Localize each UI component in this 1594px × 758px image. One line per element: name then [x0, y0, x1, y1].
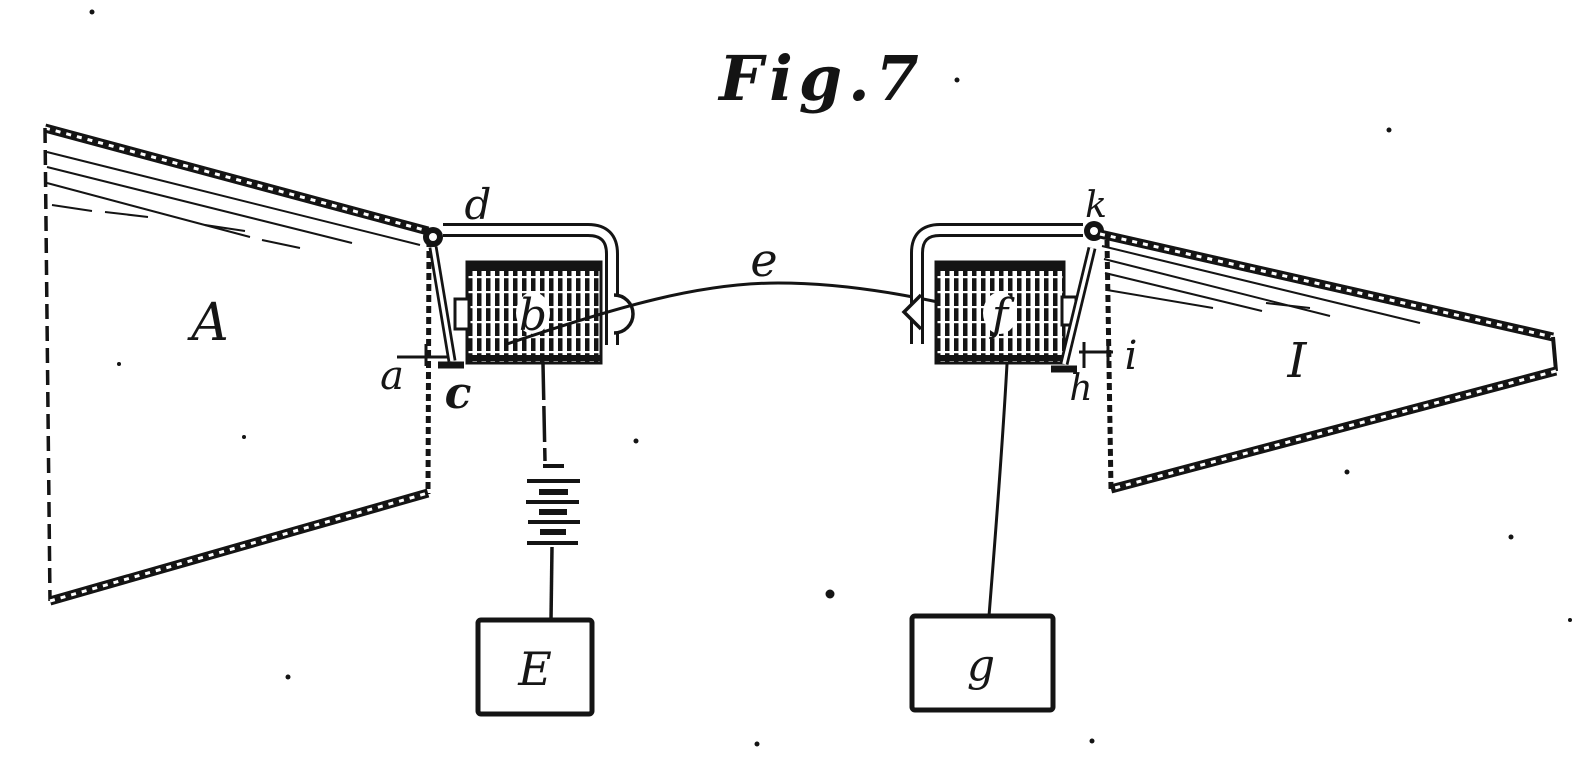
horn-A-left-edge [43, 127, 52, 602]
speck [89, 9, 95, 15]
contact-left-label: c [445, 368, 472, 419]
speck [285, 674, 291, 680]
horn-I-tip-edge [1551, 336, 1558, 372]
speck [1089, 738, 1095, 744]
battery-circuit: E [475, 363, 595, 717]
coil-box-b-bottom-band [467, 355, 601, 361]
speck [1386, 127, 1392, 133]
wire-battery-to-E [549, 546, 554, 621]
speck [754, 741, 760, 747]
horn-A-mouth-edge [425, 239, 432, 495]
frame-left-label: d [465, 180, 492, 229]
box-E-label: E [517, 642, 552, 696]
horn-I-inner-line-1 [1101, 245, 1421, 324]
battery-symbol [526, 464, 580, 545]
wire-e-label: e [750, 233, 777, 287]
coil-box-b-right-knob [613, 293, 635, 335]
horn-I-mouth-edge [1104, 239, 1114, 490]
wire-f-to-g [987, 363, 1009, 617]
horn-A-inner-line-1 [46, 151, 421, 246]
coil-box-b-top-band [467, 262, 601, 271]
horn-I-label: I [1287, 333, 1308, 389]
horn-I-inner-dashes [1106, 289, 1311, 309]
contact-right-label: h [1069, 368, 1092, 409]
horn-A-top-edge-rope-texture [44, 126, 429, 233]
horn-A-label: A [187, 293, 229, 353]
speck [825, 589, 835, 599]
horn-A-bottom-edge [48, 488, 430, 606]
coil-box-f-top-band [936, 262, 1064, 271]
speck [1508, 534, 1514, 540]
horn-I-top-edge-rope-texture [1099, 232, 1554, 339]
receiver-right: k h i f [901, 185, 1138, 409]
horn-A-inner-line-2 [46, 166, 353, 244]
horn-I: I [1099, 229, 1558, 494]
horn-I-inner-line-3 [1104, 272, 1263, 312]
horn-I-bottom-edge [1109, 366, 1558, 494]
coil-box-b-left-tab [453, 297, 471, 331]
coil-box-f-bottom-band [936, 355, 1064, 361]
coil-box-f-left-knob [901, 293, 923, 331]
coil-b-label-backing [516, 292, 550, 334]
gap-right-label: i [1125, 333, 1138, 379]
horn-A-inner-line-3 [46, 182, 251, 238]
hinge-right-label: k [1085, 185, 1107, 226]
frame-bracket-left-inner [443, 226, 616, 345]
horn-I-inner-line-2 [1103, 258, 1331, 317]
pivot-right-hole [1090, 227, 1098, 235]
speck [633, 438, 639, 444]
scan-specks [89, 9, 1572, 747]
receiver-circuit: g [909, 363, 1056, 713]
speck [954, 77, 960, 83]
speck [242, 435, 246, 439]
coil-f-label-backing [983, 292, 1017, 334]
transmitter-left: d a c b [380, 180, 635, 419]
horn-A: A [43, 123, 432, 606]
speck [1344, 469, 1350, 475]
speck [1568, 618, 1572, 622]
armature-right-inner [1062, 247, 1094, 365]
armature-left-inner [431, 246, 454, 362]
box-g [909, 613, 1056, 713]
horn-A-inner-dashes [51, 204, 301, 249]
contact-piece-left [397, 344, 449, 366]
line-wire-e: e [506, 233, 1013, 346]
horn-mouth-left-label: a [380, 353, 404, 399]
frame-bracket-right-inner [913, 226, 1083, 344]
box-E [475, 617, 595, 717]
wire-b-to-battery [541, 363, 547, 462]
speck [117, 362, 121, 366]
figure-title: Fig.7 [717, 42, 925, 115]
box-g-label: g [967, 640, 995, 691]
pivot-left-hole [429, 233, 437, 241]
